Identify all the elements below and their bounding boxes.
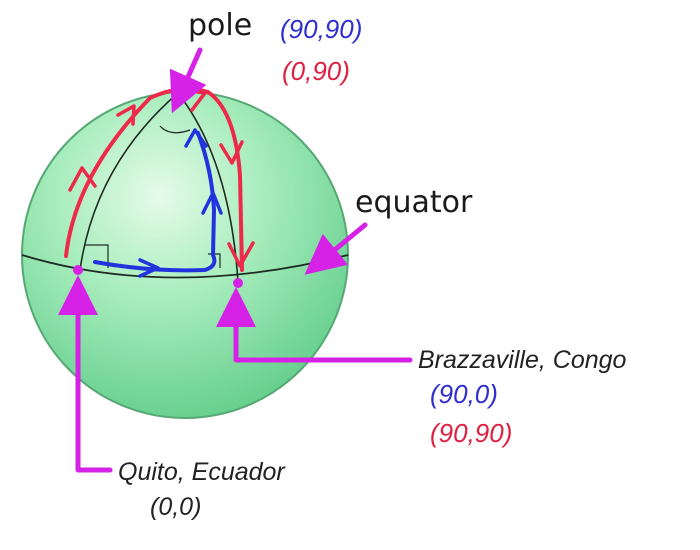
brazzaville-callout-arrow xyxy=(216,287,413,363)
sphere-body xyxy=(21,91,349,419)
brazzaville-coords-blue: (90,0) xyxy=(430,379,498,409)
quito-dot xyxy=(73,265,83,275)
blue-arrowhead-up xyxy=(201,191,223,215)
red-arrowhead-down xyxy=(219,140,244,165)
quito-callout-arrow xyxy=(58,275,113,473)
equator-line xyxy=(21,254,349,279)
red-arrowhead-up xyxy=(116,104,136,126)
red-arrowhead-bottom xyxy=(227,241,255,268)
meridian-left xyxy=(79,92,179,271)
brazzaville-label: Brazzaville, Congo xyxy=(418,346,627,374)
quito-label: Quito, Ecuador xyxy=(118,458,286,486)
brazzaville-dot xyxy=(233,278,243,288)
blue-path-segment xyxy=(93,131,217,273)
sphere xyxy=(21,91,349,419)
pole-coords-blue: (90,90) xyxy=(280,14,362,44)
red-arrowhead-up-left xyxy=(68,166,97,192)
equator-callout-arrow xyxy=(304,222,368,275)
brazzaville-coords-red: (90,90) xyxy=(430,418,512,448)
blue-arrowhead-top xyxy=(184,128,208,148)
pole-label: pole xyxy=(188,8,252,43)
red-path-segment xyxy=(64,87,244,272)
callout-arrows xyxy=(58,47,413,473)
blue-path xyxy=(93,128,223,278)
right-angle-mark-left xyxy=(85,244,109,268)
equator-label: equator xyxy=(355,185,473,220)
quito-coords: (0,0) xyxy=(150,493,201,521)
pole-callout-arrow xyxy=(169,47,207,114)
right-angle-mark-pole xyxy=(159,125,191,134)
blue-arrowhead-equator xyxy=(138,258,160,278)
pole-coords-red: (0,90) xyxy=(282,56,350,86)
